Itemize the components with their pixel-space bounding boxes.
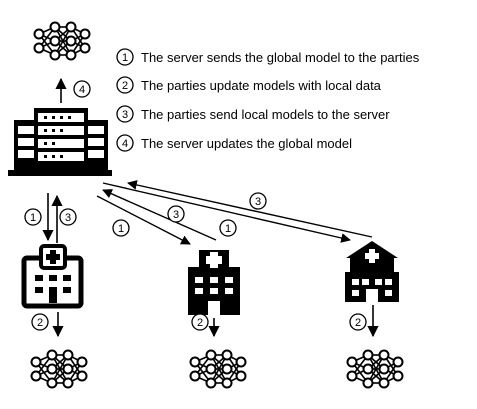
step-badge-send: 1 bbox=[112, 219, 130, 237]
svg-text:The parties send local models: The parties send local models to the ser… bbox=[141, 107, 390, 122]
svg-text:The server sends the global mo: The server sends the global model to the… bbox=[141, 50, 420, 65]
local-model-network-icon bbox=[346, 349, 404, 389]
svg-text:2: 2 bbox=[197, 317, 203, 329]
legend: 1 The server sends the global model to t… bbox=[116, 48, 420, 152]
send-arrow-party-2 bbox=[96, 195, 191, 245]
legend-item: 3 The parties send local models to the s… bbox=[116, 105, 390, 123]
server-rack-icon bbox=[8, 108, 112, 176]
svg-text:4: 4 bbox=[122, 138, 128, 150]
hospital-icon bbox=[188, 250, 240, 315]
step-badge-update: 2 bbox=[191, 313, 209, 331]
local-model-network-icon bbox=[189, 349, 247, 389]
hospital-icon bbox=[345, 241, 399, 302]
step-badge-aggregate: 4 bbox=[73, 80, 91, 98]
send-arrow-party-3 bbox=[102, 182, 351, 243]
legend-item: 4 The server updates the global model bbox=[116, 134, 352, 152]
svg-text:2: 2 bbox=[122, 80, 128, 92]
svg-text:The server updates the global: The server updates the global model bbox=[141, 136, 352, 151]
svg-text:2: 2 bbox=[37, 317, 43, 329]
legend-item: 1 The server sends the global model to t… bbox=[116, 48, 420, 66]
step-badge-update: 2 bbox=[31, 313, 49, 331]
svg-text:3: 3 bbox=[65, 212, 71, 224]
step-badge-send: 1 bbox=[219, 219, 237, 237]
step-badge-update: 2 bbox=[349, 313, 367, 331]
svg-text:1: 1 bbox=[30, 212, 36, 224]
svg-text:2: 2 bbox=[355, 317, 361, 329]
global-model-network-icon bbox=[33, 21, 91, 61]
svg-text:The parties update models with: The parties update models with local dat… bbox=[141, 78, 382, 93]
svg-text:3: 3 bbox=[255, 196, 261, 208]
svg-text:1: 1 bbox=[122, 52, 128, 64]
local-model-network-icon bbox=[30, 349, 88, 389]
svg-text:1: 1 bbox=[118, 223, 124, 235]
step-badge-upload: 3 bbox=[249, 192, 267, 210]
svg-text:3: 3 bbox=[173, 209, 179, 221]
svg-text:3: 3 bbox=[122, 109, 128, 121]
upload-arrow-party-3 bbox=[127, 180, 373, 238]
svg-text:4: 4 bbox=[79, 84, 85, 96]
hospital-icon bbox=[21, 244, 84, 309]
step-badge-upload: 3 bbox=[167, 205, 185, 223]
upload-arrow-party-2 bbox=[102, 189, 217, 241]
svg-text:1: 1 bbox=[225, 223, 231, 235]
step-badge-upload: 3 bbox=[59, 208, 77, 226]
step-badge-send: 1 bbox=[24, 208, 42, 226]
legend-item: 2 The parties update models with local d… bbox=[116, 76, 382, 94]
